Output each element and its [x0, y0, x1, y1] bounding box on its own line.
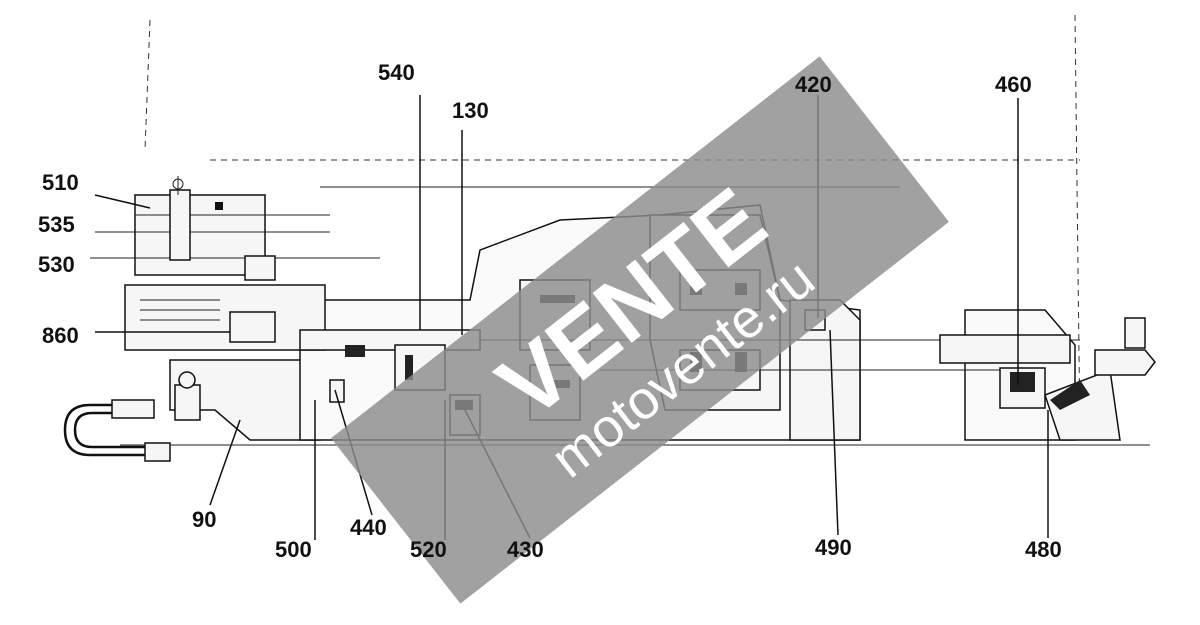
watermark: VENTE motovente.ru [331, 56, 949, 604]
hose-loop [63, 371, 201, 462]
callout-860: 860 [42, 323, 79, 348]
callout-540: 540 [378, 60, 415, 85]
callout-460: 460 [995, 72, 1032, 97]
callout-510: 510 [42, 170, 79, 195]
leader-lines [94, 95, 1049, 540]
right-coupling [939, 317, 1156, 441]
callout-490: 490 [815, 535, 852, 560]
callout-480: 480 [1025, 537, 1062, 562]
callout-130: 130 [452, 98, 489, 123]
callout-535: 535 [38, 212, 75, 237]
watermark-band [331, 56, 949, 604]
callout-520: 520 [410, 537, 447, 562]
callout-500: 500 [275, 537, 312, 562]
callout-420: 420 [795, 72, 832, 97]
callouts: 540 130 420 460 510 535 530 860 90 500 4… [38, 60, 1062, 562]
callout-90: 90 [192, 507, 216, 532]
callout-530: 530 [38, 252, 75, 277]
callout-440: 440 [350, 515, 387, 540]
callout-430: 430 [507, 537, 544, 562]
valve-block [90, 176, 380, 351]
